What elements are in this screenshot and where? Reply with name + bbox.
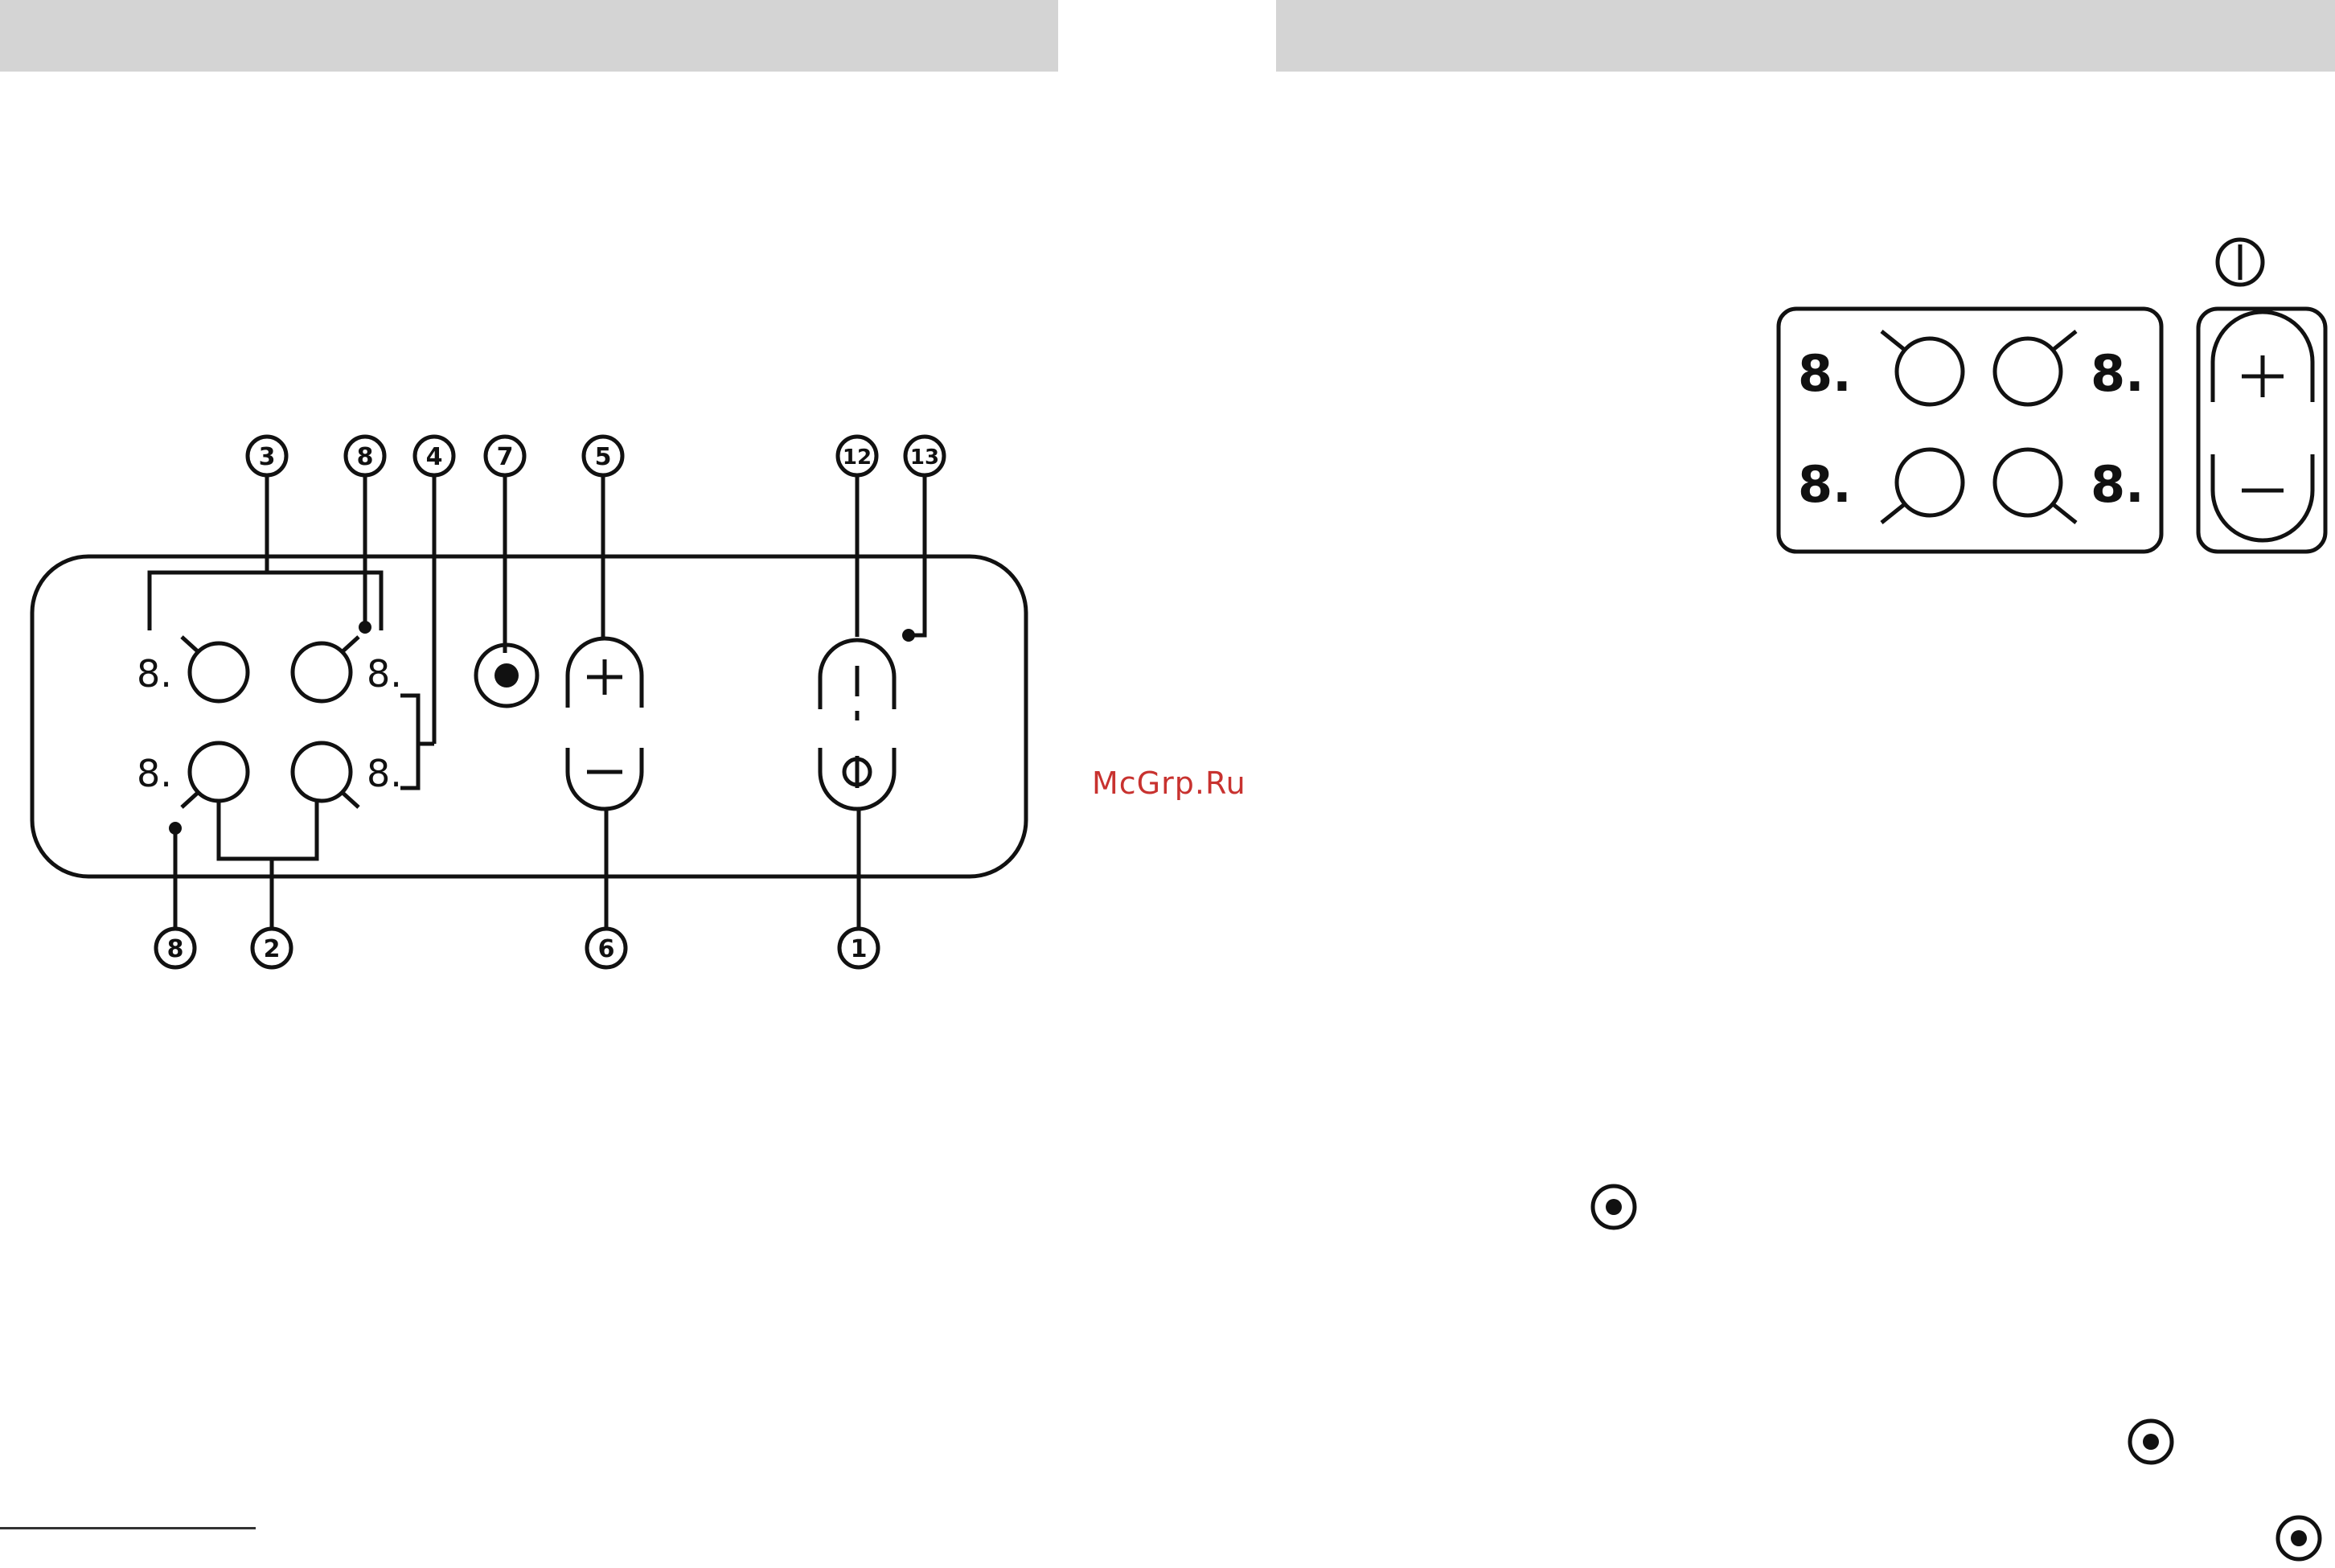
control-panel-diagram: 3 8 4 7 5 12 13 8 2 6 1 8. 8. 8. 8. — [0, 418, 1045, 997]
watermark: McGrp.Ru — [1092, 766, 1246, 801]
target-icon — [2274, 1513, 2324, 1563]
zone-display-front-right: 8. — [367, 652, 402, 696]
display-diagram: 8. 8. 8. 8. — [1769, 233, 2335, 571]
callout-5: 5 — [595, 443, 612, 471]
callout-12: 12 — [843, 445, 872, 470]
callout-8-top: 8 — [357, 443, 374, 471]
header-bar-right — [1276, 0, 2335, 72]
callout-13: 13 — [910, 445, 939, 470]
footnote-rule — [0, 1527, 256, 1529]
zone-display-rear-right: 8. — [367, 752, 402, 795]
display-digit-br: 8. — [2091, 455, 2144, 514]
callout-6: 6 — [598, 935, 615, 963]
callout-7: 7 — [497, 443, 514, 471]
callout-2: 2 — [264, 935, 281, 963]
callout-1: 1 — [851, 935, 868, 963]
callout-8-bottom: 8 — [167, 935, 184, 963]
minus-key — [568, 748, 642, 809]
display-digit-tl: 8. — [1798, 344, 1852, 403]
display-digit-bl: 8. — [1798, 455, 1852, 514]
header-bar-left — [0, 0, 1058, 72]
callout-3: 3 — [259, 443, 276, 471]
target-icon — [2126, 1417, 2176, 1467]
zone-display-rear-left: 8. — [137, 752, 172, 795]
callout-4: 4 — [426, 443, 443, 471]
zone-display-front-left: 8. — [137, 652, 172, 696]
minus-icon — [2213, 454, 2312, 540]
display-digit-tr: 8. — [2091, 344, 2144, 403]
target-icon — [1589, 1182, 1639, 1232]
